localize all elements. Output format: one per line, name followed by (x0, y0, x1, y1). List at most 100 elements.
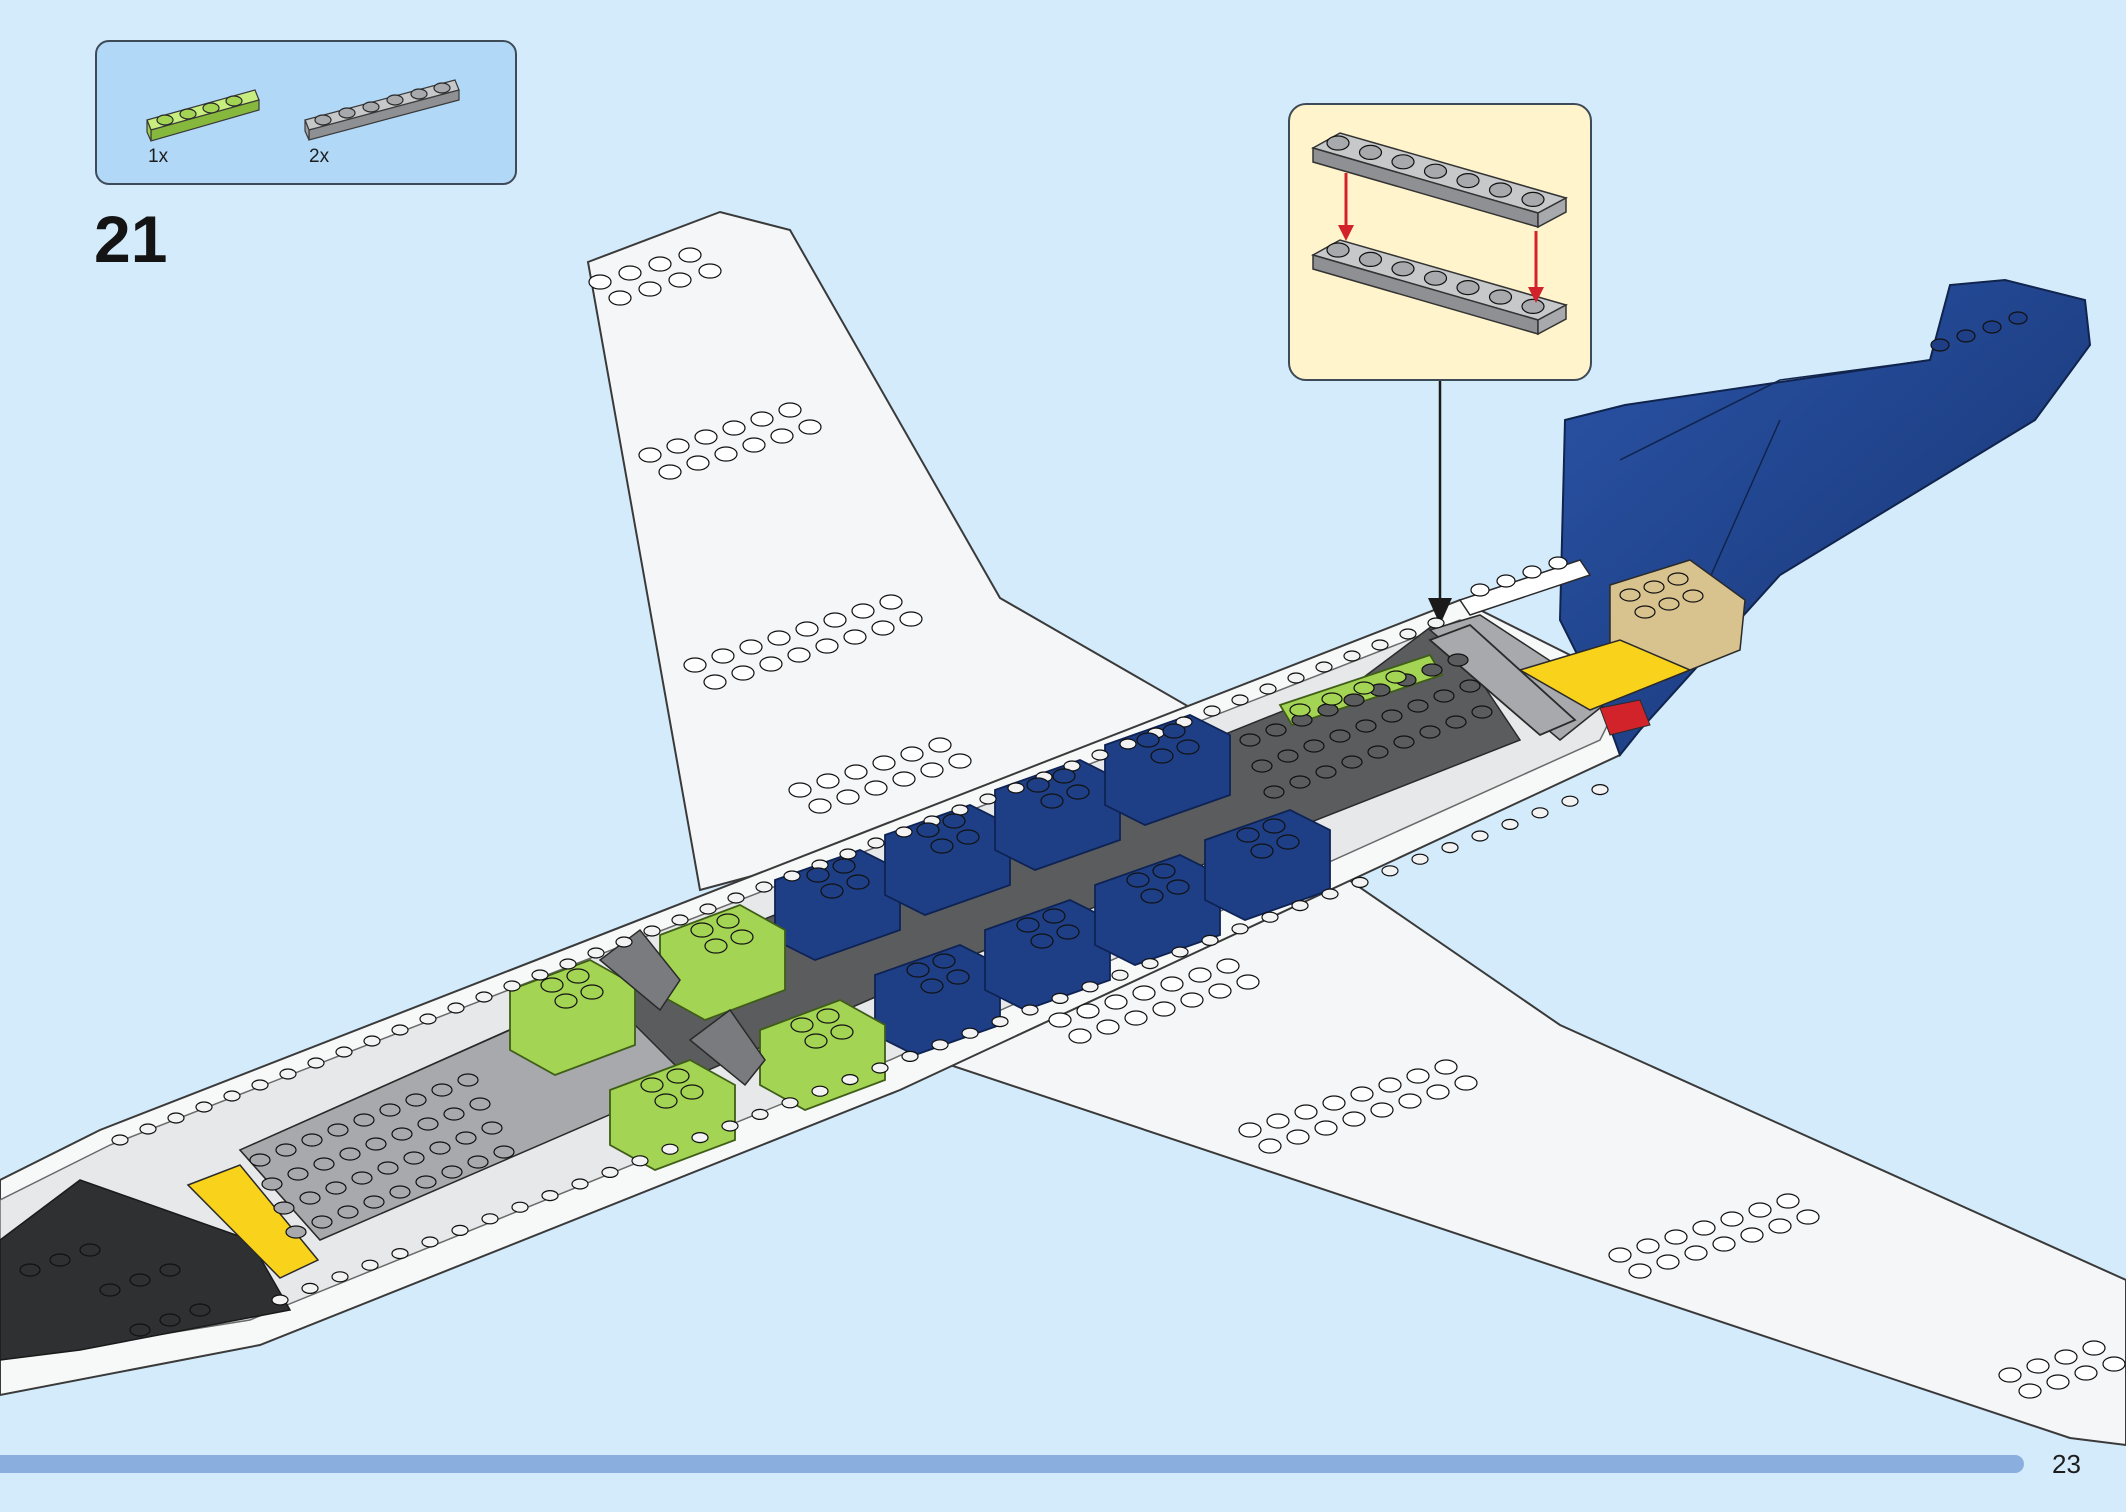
stud (1132, 985, 1156, 1001)
stud (1471, 830, 1489, 842)
stud (1068, 1028, 1092, 1044)
stud (844, 764, 868, 780)
stud (223, 1090, 241, 1102)
stud (658, 464, 682, 480)
stud (906, 962, 930, 978)
stud (1317, 703, 1339, 717)
stud (1426, 1084, 1450, 1100)
stud (1447, 653, 1469, 667)
stud (703, 674, 727, 690)
stud (1521, 191, 1545, 208)
stud (648, 256, 672, 272)
stud (1720, 1211, 1744, 1227)
stud (871, 620, 895, 636)
stud (1091, 749, 1109, 761)
stud (1456, 280, 1480, 296)
stud (1329, 729, 1351, 743)
stud (1398, 1093, 1422, 1109)
stud (867, 837, 885, 849)
stud (1289, 703, 1311, 717)
stud (694, 429, 718, 445)
nose-panel-line (1619, 359, 1931, 601)
stud (759, 656, 783, 672)
stud (1104, 994, 1128, 1010)
parts-list-box: 1x 2x (95, 40, 517, 185)
stud (798, 419, 822, 435)
progress-bar (0, 1455, 2024, 1473)
stud (770, 428, 794, 444)
stud (895, 826, 913, 838)
stud (1471, 705, 1493, 719)
stud (19, 1263, 41, 1277)
stud (1262, 818, 1286, 834)
stud (1393, 735, 1415, 749)
stud (493, 1145, 515, 1159)
stud (1303, 739, 1325, 753)
stud (1358, 144, 1383, 161)
stud (1176, 739, 1200, 755)
stud (363, 1195, 385, 1209)
stud (804, 1033, 828, 1049)
stud (1322, 1095, 1346, 1111)
stud (1634, 605, 1656, 619)
stud (1619, 588, 1641, 602)
stud (431, 1083, 453, 1097)
tail-black-section (0, 1179, 292, 1361)
stud (795, 621, 819, 637)
stud (540, 977, 564, 993)
stud (559, 958, 577, 970)
stud (788, 782, 812, 798)
stud (271, 1294, 289, 1306)
new-grey-plates (1428, 623, 1577, 737)
stud (1315, 765, 1337, 779)
stud (928, 737, 952, 753)
stud (1326, 135, 1350, 151)
stud (49, 1253, 71, 1267)
stud (1231, 923, 1249, 935)
stud (307, 1057, 325, 1069)
stud (1445, 715, 1467, 729)
stud (820, 883, 844, 899)
stud (1239, 733, 1261, 747)
stud (1343, 693, 1365, 707)
stud (1277, 749, 1299, 763)
stud (666, 438, 690, 454)
stud (1291, 899, 1309, 912)
stud (2026, 1358, 2050, 1374)
stud (469, 1097, 491, 1111)
stud (1406, 1068, 1430, 1084)
parts-list-illustration (146, 79, 460, 142)
stud (311, 1215, 333, 1229)
stud (1051, 992, 1069, 1005)
stud (1371, 639, 1389, 651)
stud (1561, 795, 1579, 807)
stud (1501, 818, 1519, 831)
stud (1250, 843, 1274, 859)
stud (643, 925, 661, 937)
stud (429, 1141, 451, 1155)
stud (2074, 1365, 2098, 1381)
stud (1353, 681, 1375, 695)
stud (1370, 1102, 1394, 1118)
stud (1076, 1003, 1100, 1019)
stud (901, 1050, 919, 1063)
stud (698, 263, 722, 279)
stud (991, 1015, 1009, 1028)
stud (1427, 617, 1445, 629)
stud (1258, 1138, 1282, 1154)
stud (391, 1127, 413, 1141)
sub-step-callout (1288, 103, 1592, 381)
stud (511, 1201, 529, 1213)
stud (503, 980, 521, 992)
stud (1066, 784, 1090, 800)
stud (678, 247, 702, 263)
stud (932, 953, 956, 969)
stud (816, 773, 840, 789)
stud (956, 829, 980, 845)
stud (1208, 983, 1232, 999)
stud (1048, 1012, 1072, 1028)
stud (261, 1177, 283, 1191)
stud (601, 1166, 619, 1179)
stud (843, 629, 867, 645)
stud (441, 1165, 463, 1179)
